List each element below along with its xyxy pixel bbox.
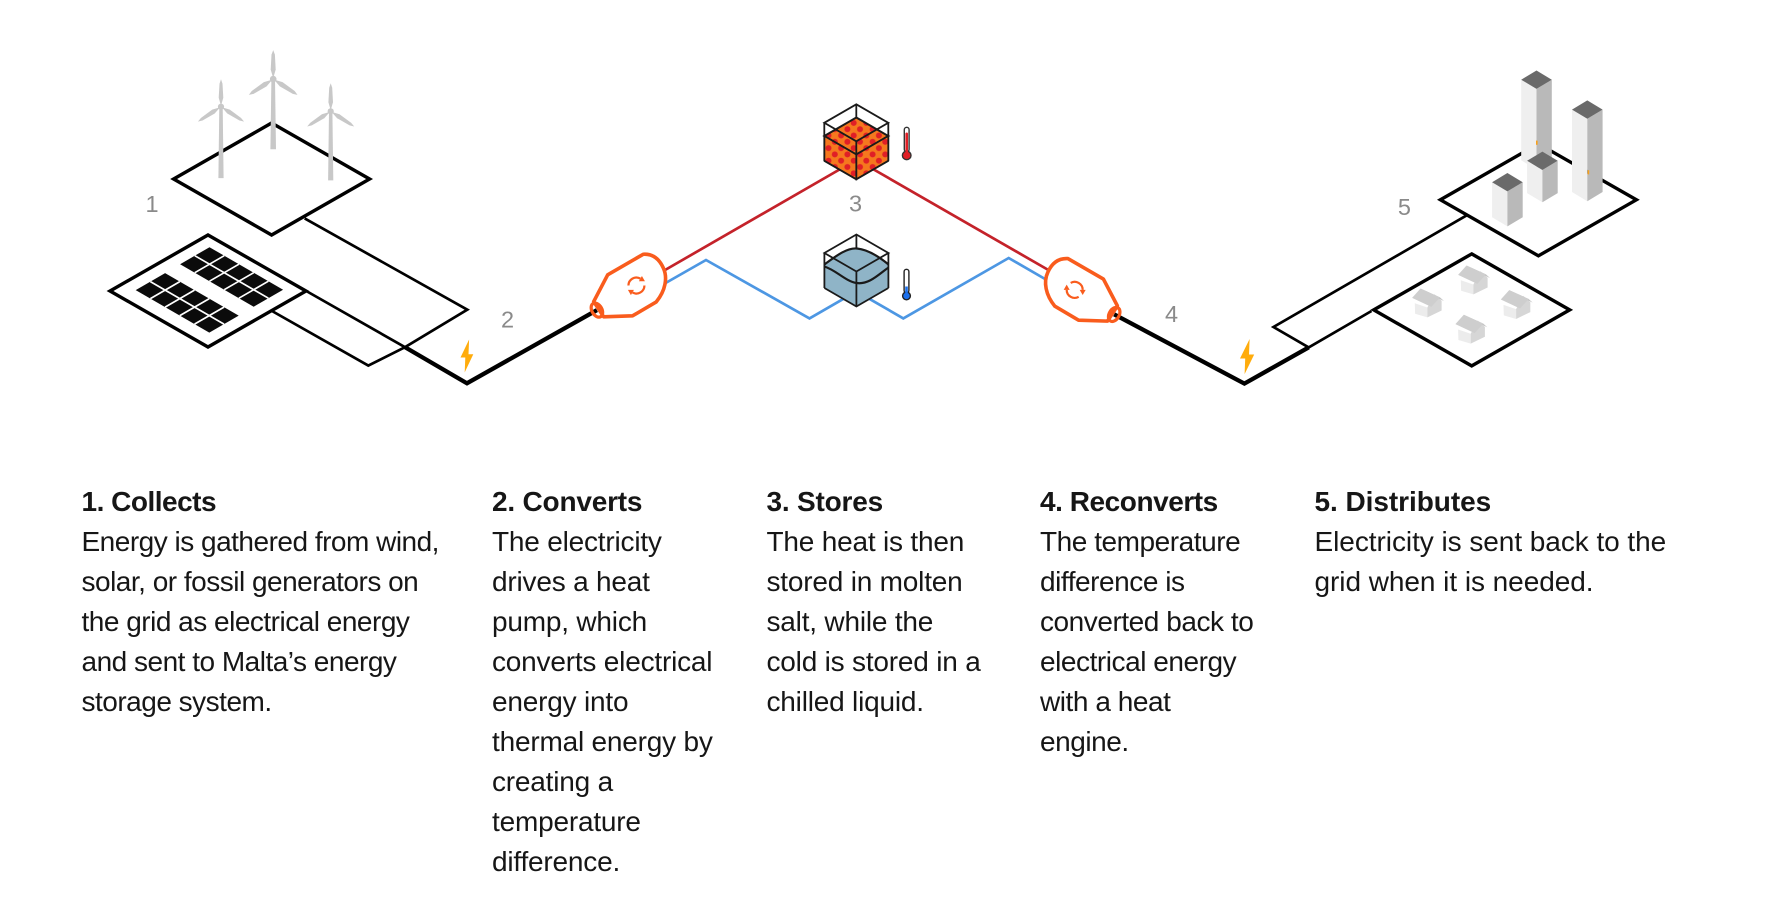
svg-text:4: 4 xyxy=(1165,301,1178,327)
svg-text:2: 2 xyxy=(501,306,514,332)
svg-text:5: 5 xyxy=(1398,194,1411,220)
svg-text:3: 3 xyxy=(849,191,862,217)
svg-text:1: 1 xyxy=(145,191,158,217)
